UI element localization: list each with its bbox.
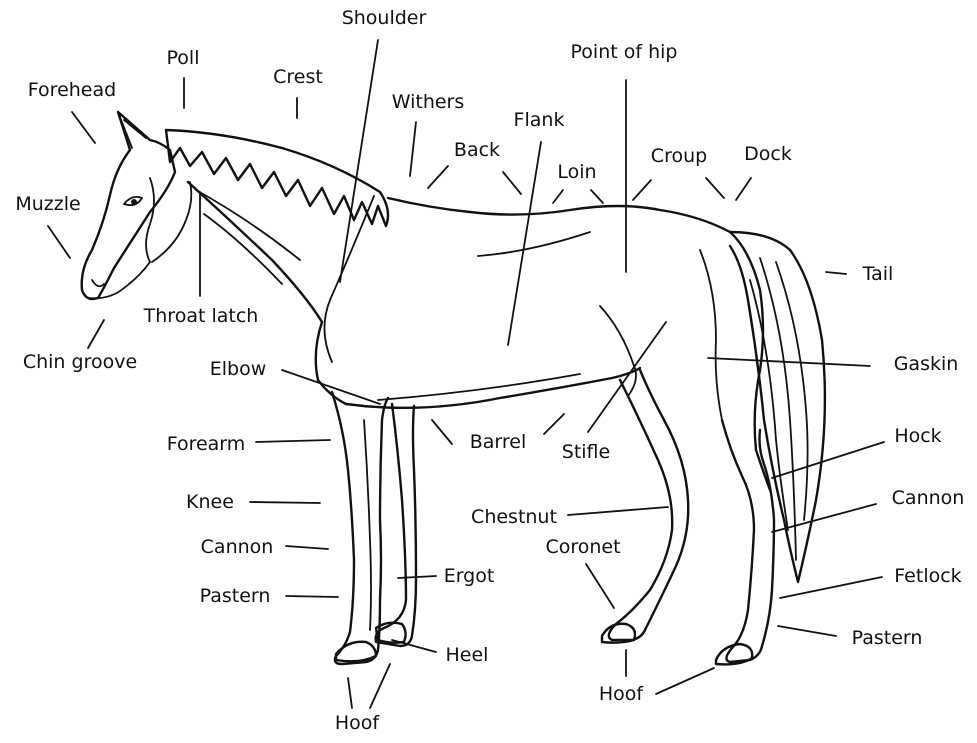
horse-foreleg-near-tendon — [364, 420, 371, 630]
leader-cannon-hind — [772, 504, 876, 532]
horse-foreleg-near — [332, 392, 388, 664]
leader-barrel — [432, 420, 452, 444]
label-hock: Hock — [894, 425, 941, 447]
label-hoof-fore: Hoof — [335, 712, 381, 734]
horse-stifle-line — [600, 306, 636, 396]
leader-back-right — [503, 172, 521, 194]
label-elbow: Elbow — [210, 358, 267, 380]
leader-back-left — [428, 166, 448, 188]
leader-dock-right — [736, 178, 751, 200]
leader-chestnut — [568, 507, 668, 515]
leader-forearm — [256, 440, 330, 442]
label-ergot: Ergot — [444, 565, 495, 587]
horse-ear — [118, 112, 146, 148]
label-point-of-hip: Point of hip — [571, 41, 678, 63]
leader-hock — [772, 442, 884, 478]
horse-rib-line — [478, 232, 590, 256]
label-throat-latch: Throat latch — [143, 305, 259, 327]
label-cannon-hind: Cannon — [892, 487, 965, 509]
leader-dock-left — [706, 178, 724, 198]
leader-croup — [633, 180, 651, 200]
label-shoulder: Shoulder — [342, 7, 427, 29]
horse-barrel-line — [378, 374, 580, 400]
leader-shoulder — [340, 40, 378, 282]
leader-loin-left — [553, 190, 563, 203]
label-chin-groove: Chin groove — [23, 351, 137, 373]
leader-barrel-right — [544, 414, 564, 434]
label-muzzle: Muzzle — [15, 193, 80, 215]
horse-hoof-fore-near — [336, 642, 376, 662]
label-hoof-hind: Hoof — [599, 683, 645, 705]
label-dock: Dock — [744, 143, 792, 165]
leader-pastern-hind — [778, 626, 836, 636]
label-gaskin: Gaskin — [894, 353, 959, 375]
leader-forehead — [72, 112, 95, 143]
label-loin: Loin — [557, 161, 596, 183]
leader-coronet — [586, 564, 614, 608]
label-barrel: Barrel — [470, 431, 527, 453]
horse-tail — [730, 232, 825, 582]
label-back: Back — [454, 139, 500, 161]
label-knee: Knee — [186, 491, 234, 513]
leader-chin-groove — [88, 320, 104, 348]
horse-hindleg-far — [609, 370, 688, 640]
label-pastern-fore: Pastern — [200, 585, 271, 607]
label-tail: Tail — [862, 263, 894, 285]
horse-neck-underline — [188, 182, 322, 380]
label-forearm: Forearm — [167, 433, 246, 455]
label-croup: Croup — [651, 145, 707, 167]
leader-hoof-fore-right — [370, 664, 390, 708]
label-heel: Heel — [446, 644, 489, 666]
horse-jaw — [152, 182, 191, 262]
horse-cheek — [146, 178, 154, 262]
label-stifle: Stifle — [562, 441, 610, 463]
label-fetlock: Fetlock — [894, 565, 961, 587]
horse-nostril — [92, 280, 104, 286]
labels: Shoulder Poll Crest Point of hip Forehea… — [15, 7, 964, 734]
leader-stifle — [588, 322, 666, 432]
leader-cannon-fore — [286, 546, 328, 549]
leader-flank — [508, 142, 541, 345]
label-coronet: Coronet — [545, 536, 620, 558]
horse-pupil — [131, 199, 137, 205]
leader-hoof-fore-left — [348, 678, 352, 708]
leader-pastern-fore — [286, 596, 338, 597]
leader-elbow — [282, 370, 380, 404]
horse-mouth — [88, 262, 150, 298]
leader-hoof-hind-near — [656, 668, 714, 694]
label-cannon-fore: Cannon — [201, 536, 274, 558]
label-poll: Poll — [167, 47, 200, 69]
leader-gaskin — [708, 358, 870, 366]
leader-tail — [826, 272, 846, 274]
horse-hindleg-near — [722, 420, 774, 662]
leader-muzzle — [48, 226, 70, 258]
leader-knee — [250, 502, 320, 503]
label-forehead: Forehead — [28, 79, 116, 101]
label-pastern-hind: Pastern — [852, 627, 923, 649]
leader-withers — [410, 122, 416, 176]
leader-ergot — [398, 576, 436, 578]
label-crest: Crest — [273, 66, 323, 88]
label-chestnut: Chestnut — [471, 506, 557, 528]
horse-topline — [388, 198, 730, 232]
label-withers: Withers — [392, 91, 465, 113]
leader-fetlock — [780, 577, 882, 598]
horse-tail-strands — [750, 258, 808, 560]
label-flank: Flank — [514, 109, 565, 131]
horse-thigh-line — [700, 250, 722, 420]
leader-loin-right — [591, 190, 603, 203]
